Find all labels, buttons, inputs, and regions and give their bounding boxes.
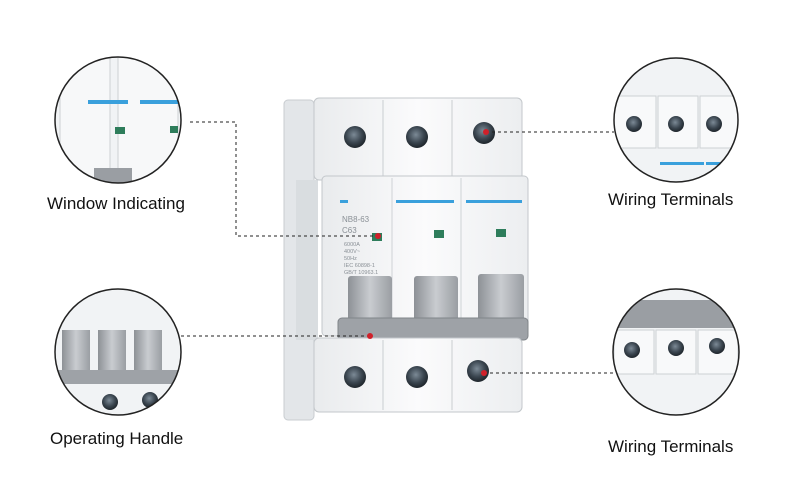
- rating-text: C63: [342, 226, 357, 235]
- detail-operating-handle: [54, 288, 182, 416]
- wiring-terminals-bottom-label: Wiring Terminals: [608, 437, 734, 456]
- svg-text:50Hz: 50Hz: [344, 256, 357, 262]
- svg-text:IEC 60898-1: IEC 60898-1: [344, 263, 375, 269]
- svg-text:6000A: 6000A: [344, 242, 360, 248]
- model-text: NB8-63: [342, 215, 370, 224]
- circuit-breaker: NB8-63 C63 6000A 400V~ 50Hz IEC 60898-1 …: [283, 97, 529, 421]
- svg-text:GB/T 10963.1: GB/T 10963.1: [344, 270, 378, 276]
- callout-terminal-top: [483, 129, 614, 135]
- svg-text:400V~: 400V~: [344, 249, 360, 255]
- operating-handle-label: Operating Handle: [50, 429, 184, 448]
- spec-text-block: 6000A 400V~ 50Hz IEC 60898-1 GB/T 10963.…: [344, 242, 378, 276]
- callout-window: [190, 121, 381, 239]
- callout-terminal-bottom: [481, 370, 614, 376]
- wiring-terminals-top-label: Wiring Terminals: [608, 190, 734, 209]
- detail-window-indicating: [54, 56, 182, 184]
- detail-wiring-terminals-top: [613, 57, 739, 183]
- detail-wiring-terminals-bottom: [612, 288, 740, 416]
- window-indicating-label: Window Indicating: [47, 194, 185, 213]
- callout-handle: [181, 333, 373, 339]
